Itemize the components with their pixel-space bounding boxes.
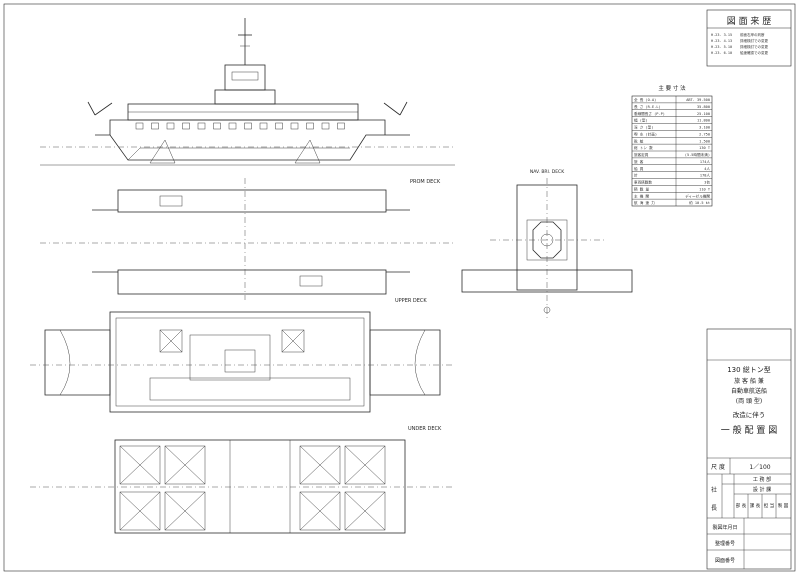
upper-deck-plan: UPPER DECK (30, 298, 455, 413)
title-ship-type-1: 旅 客 船 兼 (734, 377, 764, 385)
president-label-2: 長 (711, 505, 717, 512)
tank-compartment (299, 445, 341, 485)
porthole-window (182, 122, 190, 130)
revision-note-4: 船速確認での変更 (740, 50, 768, 55)
particulars-title: 主 要 寸 法 (658, 84, 686, 92)
under-deck-label: UNDER DECK (408, 426, 442, 432)
particulars-row-label: 旅客定員 (634, 152, 649, 157)
upper-deck-label: UPPER DECK (395, 298, 427, 304)
particulars-row-value: 1.500 (699, 139, 710, 143)
particulars-row-value: 11.800 (697, 119, 710, 123)
particulars-row-value: 178人 (700, 173, 710, 178)
title-drawing-name: 一 般 配 置 図 (721, 424, 777, 436)
particulars-row-value: 4人 (704, 166, 710, 171)
revision-note-1: 前面右岸の判断 (740, 32, 765, 37)
tank-compartment (164, 491, 206, 531)
porthole-window (321, 122, 330, 130)
particulars-row-label: 垂線間長さ (P.P) (634, 111, 665, 116)
tank-compartment (344, 491, 386, 531)
porthole-window (259, 122, 268, 130)
revision-date-4: H.23. 6.10 (711, 51, 732, 55)
revision-date-2: H.23. 4.13 (711, 39, 732, 43)
tank-compartment (299, 491, 341, 531)
president-label-1: 社 (711, 486, 717, 494)
under-deck-plan: UNDER DECK (30, 426, 455, 534)
title-ship-class: 130 総トン型 (727, 365, 771, 374)
particulars-row-value: (5.5時間未満) (685, 152, 710, 157)
porthole-window (244, 122, 252, 130)
particulars-row-label: 乾 舷 (634, 138, 644, 143)
porthole-window (275, 122, 283, 130)
particulars-row-label: 総 トン 数 (634, 145, 653, 150)
particulars-table: 主 要 寸 法 全 長 (O.A) ABT. 39.500 長 さ (R.E.L) 3… (631, 84, 713, 207)
particulars-row-value: 110 T (699, 187, 711, 191)
drawing-border (3, 3, 796, 572)
drawing-number-label: 図面番号 (715, 557, 735, 564)
porthole-window (228, 122, 237, 130)
particulars-row-label: 長 さ (R.E.L) (634, 104, 661, 109)
sign-col-3: 担 当 (764, 502, 774, 509)
particulars-row-label: 車両搭載数 (634, 180, 652, 185)
drafted-date-label: 製図年月日 (712, 524, 737, 531)
particulars-row-value: 3.100 (699, 126, 710, 130)
prom-deck-plan: PROM DECK (40, 178, 455, 300)
title-ship-type-3: (両 頭 型) (736, 397, 763, 405)
particulars-row-value: 25.100 (697, 112, 710, 116)
tank-compartment (119, 445, 161, 485)
particulars-row-label: 幅 (型) (634, 118, 648, 123)
porthole-window (306, 122, 314, 130)
scale-value: 1／100 (749, 464, 770, 471)
particulars-row-value: ABT. 39.500 (686, 98, 710, 102)
scale-label: 尺 度 (711, 463, 725, 471)
particulars-row-label: 旅 客 (634, 159, 644, 164)
revision-date-1: H.23. 3.15 (711, 33, 732, 37)
particulars-row-value: 3台 (704, 180, 710, 185)
revision-date-3: H.23. 5.10 (711, 45, 732, 49)
sign-col-2: 課 長 (750, 502, 761, 509)
nav-bridge-deck: NAV. BRI. DECK (461, 169, 633, 318)
porthole-window (151, 122, 159, 130)
porthole-window (290, 122, 299, 130)
porthole-window (197, 122, 206, 130)
filing-number-label: 整理番号 (715, 540, 735, 547)
revision-note-2: 詳細検討での変更 (740, 38, 768, 43)
tank-compartment (344, 445, 386, 485)
particulars-row-label: 深 さ (型) (634, 125, 653, 130)
revision-note-3: 詳細検討での変更 (740, 44, 768, 49)
particulars-row-value: 2.750 (699, 132, 710, 136)
revision-block: 図 面 来 歴 H.23. 3.15 前面右岸の判断 H.23. 4.13 詳細… (706, 9, 792, 67)
dept-engineering: 工 務 部 (753, 476, 771, 483)
particulars-row-label: 航 海 速 力 (634, 200, 655, 205)
particulars-row-label: 計 (634, 173, 638, 178)
sign-col-1: 部 長 (736, 502, 747, 509)
particulars-row-value: 約 10.5 kt (689, 200, 710, 205)
revision-title: 図 面 来 歴 (727, 16, 772, 27)
particulars-row-label: 主 機 関 (634, 193, 650, 198)
particulars-row-value: ディーゼル機関 (685, 193, 710, 198)
prom-deck-label: PROM DECK (410, 179, 441, 185)
title-ship-type-2: 自動車航送船 (731, 387, 767, 395)
particulars-row-label: 積 載 量 (634, 186, 650, 191)
title-subtitle: 改造に伴う (733, 410, 766, 419)
particulars-row-value: 174人 (700, 159, 710, 164)
tank-compartment (119, 491, 161, 531)
porthole-window (213, 122, 221, 130)
particulars-row-label: 船 員 (634, 166, 644, 171)
particulars-row-label: 全 長 (O.A) (634, 97, 656, 102)
sign-col-4: 製 図 (778, 502, 789, 509)
porthole-window (166, 122, 175, 130)
profile-view (40, 18, 455, 166)
tank-compartment (164, 445, 206, 485)
porthole-window (135, 122, 144, 130)
title-block: 130 総トン型 旅 客 船 兼 自動車航送船 (両 頭 型) 改造に伴う 一 … (706, 328, 792, 570)
nav-deck-label: NAV. BRI. DECK (530, 169, 565, 175)
particulars-row-value: 35.800 (697, 105, 710, 109)
porthole-window (337, 122, 345, 130)
particulars-row-value: 130 T (699, 146, 711, 150)
particulars-row-label: 喫 水 (計画) (634, 131, 657, 136)
dept-design: 設 計 課 (753, 486, 771, 493)
